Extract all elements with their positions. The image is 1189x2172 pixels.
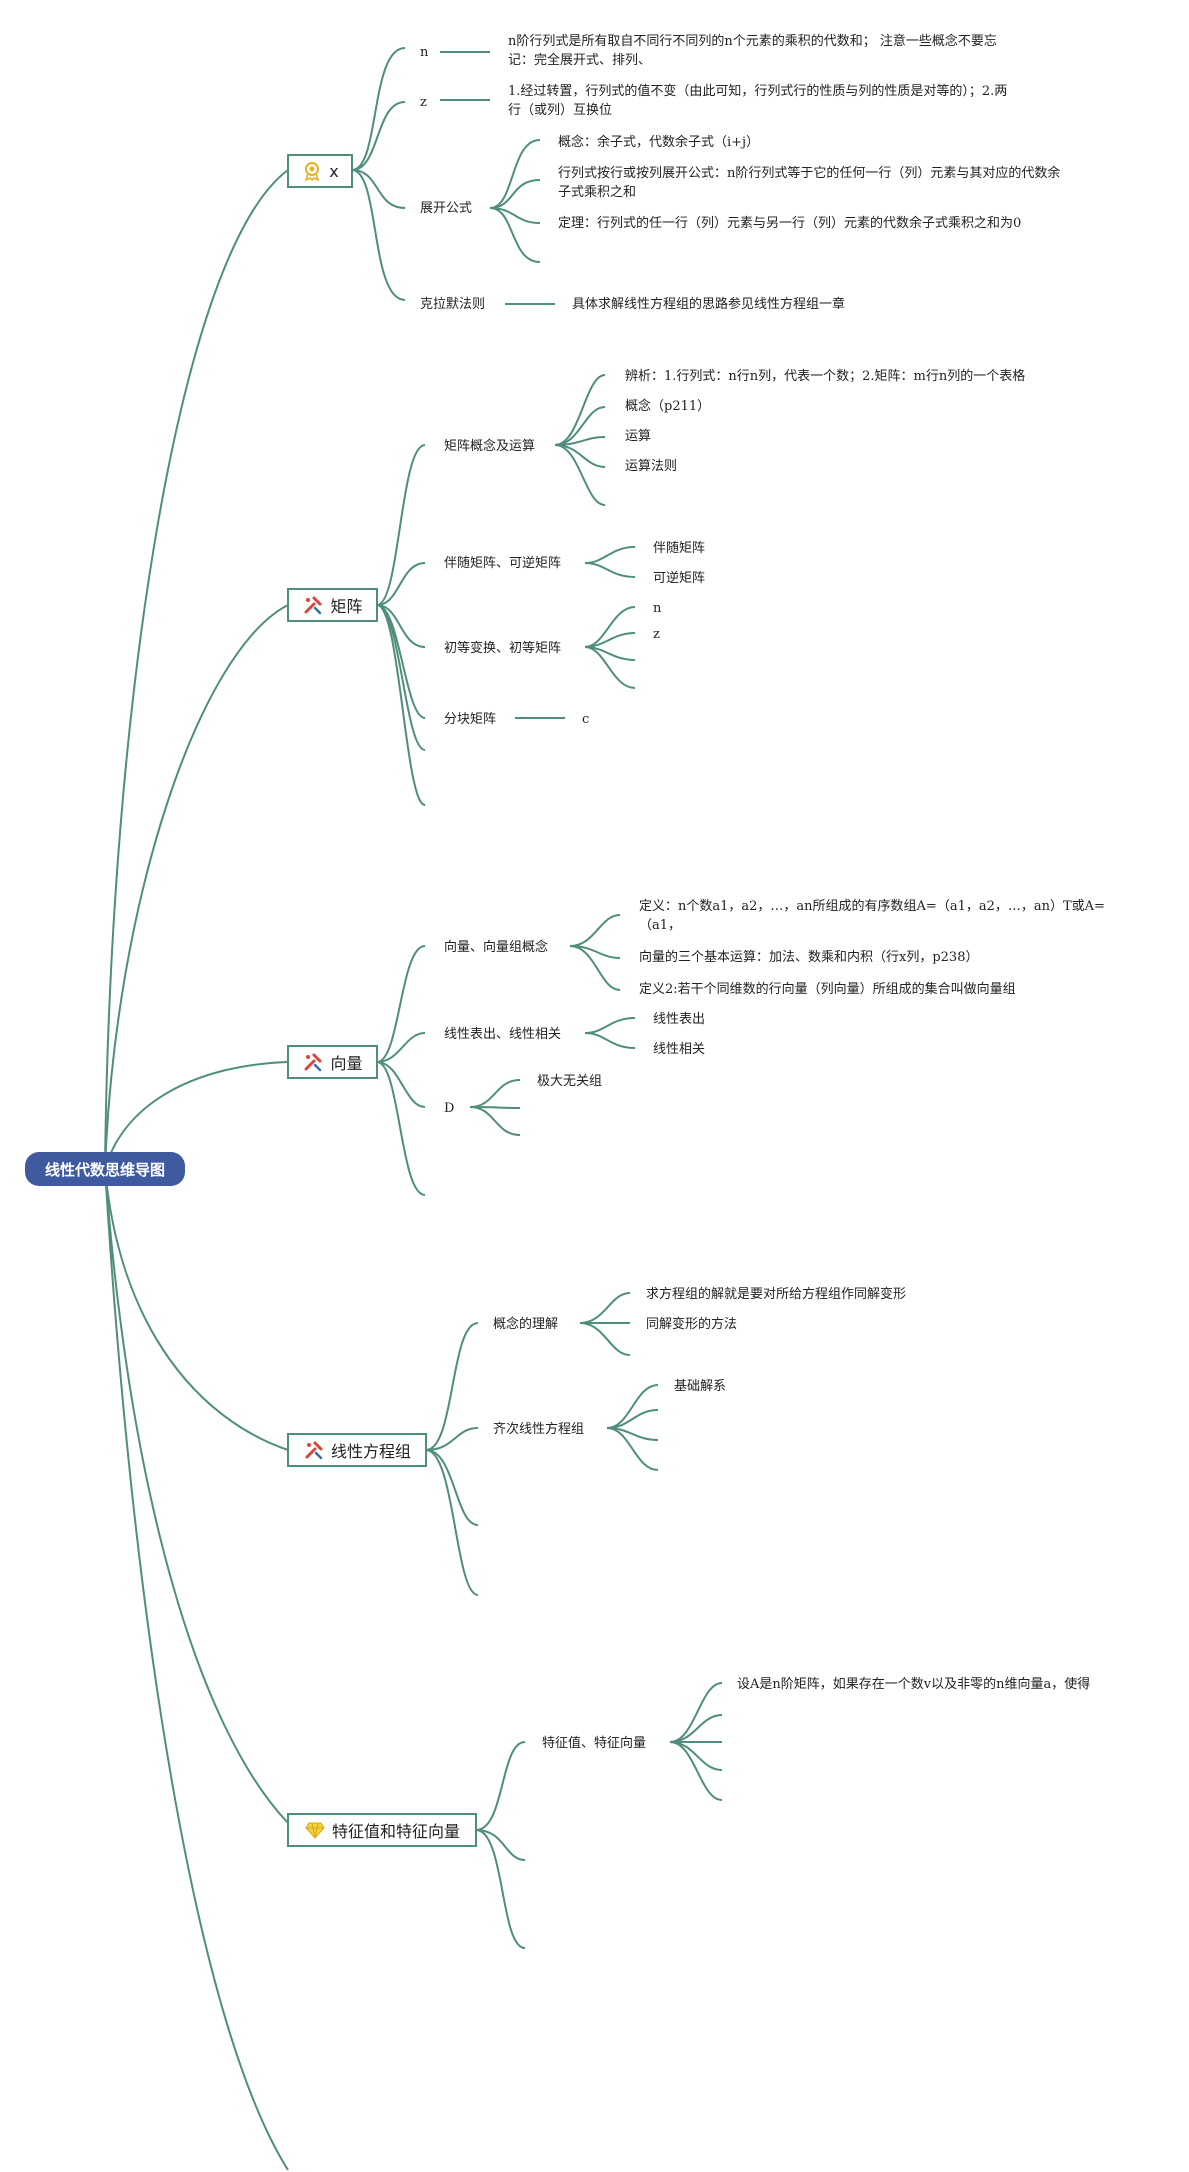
note-c[interactable]: c <box>582 712 590 727</box>
node-d[interactable]: D <box>444 1101 455 1116</box>
item-z[interactable]: z <box>653 627 660 642</box>
note-cramer-rule[interactable]: 具体求解线性方程组的思路参见线性方程组一章 <box>572 297 846 312</box>
node-concept-understanding[interactable]: 概念的理解 <box>493 1317 559 1332</box>
node-expansion-formula[interactable]: 展开公式 <box>420 201 473 216</box>
node-block-matrix[interactable]: 分块矩阵 <box>444 712 497 727</box>
branch-node-matrix[interactable]: 矩阵 <box>287 588 378 622</box>
award-icon <box>301 160 323 182</box>
branch-label: 向量 <box>330 1054 363 1073</box>
item-cofactor-theorem[interactable]: 定理：行列式的任一行（列）元素与另一行（列）元素的代数余子式乘积之和为0 <box>558 216 1022 231</box>
branch-node-vector[interactable]: 向量 <box>287 1045 378 1079</box>
item-cofactor-concept[interactable]: 概念：余子式，代数余子式（i+j） <box>558 135 760 150</box>
node-eigenvalue-eigenvector[interactable]: 特征值、特征向量 <box>542 1736 647 1751</box>
tools-icon <box>302 594 324 616</box>
branch-node-determinant[interactable]: x <box>287 154 353 188</box>
node-z[interactable]: z <box>420 95 427 110</box>
tools-icon <box>303 1439 325 1461</box>
branch-label: x <box>329 161 339 181</box>
item-n[interactable]: n <box>653 601 662 616</box>
node-n[interactable]: n <box>420 45 429 60</box>
branch-label: 矩阵 <box>330 597 363 616</box>
root-node[interactable]: 线性代数思维导图 <box>25 1152 185 1186</box>
item-equivalent-transform[interactable]: 求方程组的解就是要对所给方程组作同解变形 <box>646 1287 907 1302</box>
item-matrix-distinction[interactable]: 辨析：1.行列式：n行n列，代表一个数；2.矩阵：m行n列的一个表格 <box>625 369 1026 384</box>
node-matrix-concept[interactable]: 矩阵概念及运算 <box>444 439 536 454</box>
node-vector-concept[interactable]: 向量、向量组概念 <box>444 940 549 955</box>
item-transform-methods[interactable]: 同解变形的方法 <box>646 1317 738 1332</box>
item-linear-representation[interactable]: 线性表出 <box>653 1012 706 1027</box>
branch-node-eigen[interactable]: 特征值和特征向量 <box>287 1813 477 1847</box>
note-determinant-properties[interactable]: 1.经过转置，行列式的值不变（由此可知，行列式行的性质与列的性质是对等的）；2.… <box>508 84 1008 118</box>
branch-label: 特征值和特征向量 <box>331 1822 460 1841</box>
node-adjoint-inverse[interactable]: 伴随矩阵、可逆矩阵 <box>444 556 562 571</box>
item-matrix-operations[interactable]: 运算 <box>625 429 652 444</box>
node-homogeneous-system[interactable]: 齐次线性方程组 <box>493 1422 585 1437</box>
item-expansion-theorem[interactable]: 行列式按行或按列展开公式：n阶行列式等于它的任何一行（列）元素与其对应的代数余子… <box>558 166 1061 200</box>
tools-icon <box>302 1051 324 1073</box>
item-eigen-definition[interactable]: 设A是n阶矩阵，如果存在一个数v以及非零的n维向量a，使得 <box>737 1677 1091 1692</box>
item-vector-definition[interactable]: 定义：n个数a1，a2，…，an所组成的有序数组A=（a1，a2，…，an）T或… <box>639 899 1105 933</box>
gem-icon <box>304 1819 326 1841</box>
item-linear-dependence[interactable]: 线性相关 <box>653 1042 706 1057</box>
node-elementary-transform[interactable]: 初等变换、初等矩阵 <box>444 641 562 656</box>
item-adjoint-matrix[interactable]: 伴随矩阵 <box>653 541 706 556</box>
item-matrix-definition[interactable]: 概念（p211） <box>625 399 711 414</box>
item-matrix-rules[interactable]: 运算法则 <box>625 459 678 474</box>
item-fundamental-solution[interactable]: 基础解系 <box>674 1379 727 1394</box>
item-maximal-independent-set[interactable]: 极大无关组 <box>537 1074 603 1089</box>
item-vector-group-definition[interactable]: 定义2:若干个同维数的行向量（列向量）所组成的集合叫做向量组 <box>639 982 1016 997</box>
branch-label: 线性方程组 <box>330 1442 411 1461</box>
note-determinant-definition[interactable]: n阶行列式是所有取自不同行不同列的n个元素的乘积的代数和； 注意一些概念不要忘记… <box>508 34 997 68</box>
node-linear-dependence[interactable]: 线性表出、线性相关 <box>444 1027 562 1042</box>
item-inverse-matrix[interactable]: 可逆矩阵 <box>653 571 706 586</box>
branch-node-linear-equations[interactable]: 线性方程组 <box>287 1433 427 1467</box>
item-vector-operations[interactable]: 向量的三个基本运算：加法、数乘和内积（行x列，p238） <box>639 950 979 965</box>
node-cramer-rule[interactable]: 克拉默法则 <box>420 297 486 312</box>
